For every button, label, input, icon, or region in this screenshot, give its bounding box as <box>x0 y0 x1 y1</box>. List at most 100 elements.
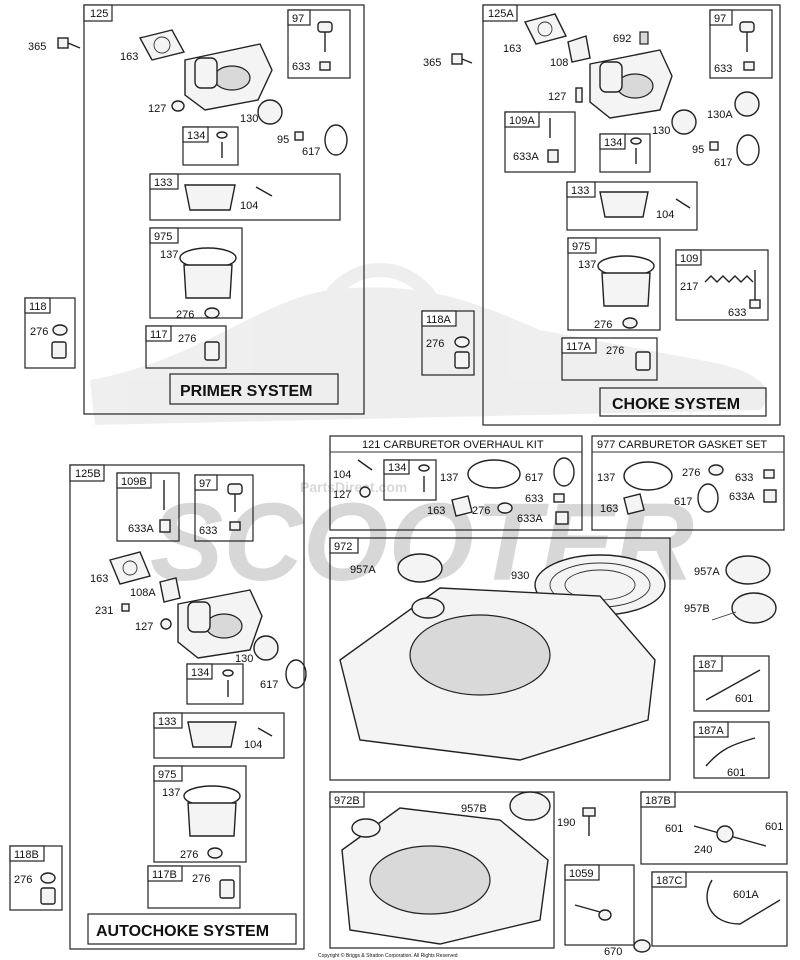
autochoke-system-panel: 125B 109B 633A 97 633 163 108A 231 127 <box>69 464 307 950</box>
primer-system-panel: 125 365 163 127 130 95 617 97 633 <box>28 4 365 415</box>
screw-365-icon <box>451 53 473 65</box>
callout-104: 104 <box>656 209 674 221</box>
seal-633-icon <box>319 61 331 71</box>
float-bowl-137-icon <box>179 247 237 299</box>
gasket-163-icon <box>523 13 568 45</box>
primer-bulb-97-icon <box>227 483 243 512</box>
subbox-118-group: 118 276 <box>24 297 76 369</box>
fuel-tank-972B-panel: 972B 957B <box>329 791 555 949</box>
callout-104: 104 <box>333 469 351 481</box>
callout-108A: 108A <box>130 587 156 599</box>
callout-957A: 957A <box>694 566 720 578</box>
fuel-line-187C-icon <box>706 879 781 925</box>
callout-130A: 130A <box>707 109 733 121</box>
subbox-133: 133 <box>154 177 172 189</box>
callout-276: 276 <box>176 309 194 321</box>
bolt-1059-icon <box>574 904 601 913</box>
gasket-set-title: 977 CARBURETOR GASKET SET <box>597 439 767 451</box>
subbox-118A-group: 118A 276 <box>421 310 475 376</box>
callout-633A: 633A <box>513 151 539 163</box>
plate-130-icon <box>671 109 697 135</box>
o-ring-617-icon <box>736 134 760 166</box>
subbox-187-group: 187 601 <box>693 655 770 712</box>
fuel-cap-957B-icon <box>509 791 551 821</box>
spring-692-icon <box>639 31 649 45</box>
float-bowl-137-icon <box>597 255 655 307</box>
callout-137: 137 <box>597 472 615 484</box>
callout-957B: 957B <box>684 603 710 615</box>
callout-163: 163 <box>120 51 138 63</box>
subbox-134: 134 <box>388 462 406 474</box>
watermark-wheel-icon <box>313 263 447 397</box>
callout-957A: 957A <box>350 564 376 576</box>
subbox-134: 134 <box>191 667 209 679</box>
callout-127: 127 <box>135 621 153 633</box>
callout-617: 617 <box>674 496 692 508</box>
callout-217: 217 <box>680 281 698 293</box>
screw-190-icon <box>582 807 596 836</box>
callout-137: 137 <box>440 472 458 484</box>
callout-276-b: 276 <box>178 333 196 345</box>
callout-365: 365 <box>423 57 441 69</box>
gasket-163-icon <box>451 495 473 517</box>
callout-633A: 633A <box>517 513 543 525</box>
subbox-1059-group: 1059 <box>564 864 635 946</box>
callout-95: 95 <box>692 144 704 156</box>
subbox-109: 109 <box>680 253 698 265</box>
subbox-975: 975 <box>158 769 176 781</box>
primer-system-label: PRIMER SYSTEM <box>180 383 312 400</box>
callout-633: 633 <box>292 61 310 73</box>
callout-95: 95 <box>277 134 289 146</box>
callout-130: 130 <box>235 653 253 665</box>
callout-633A: 633A <box>729 491 755 503</box>
bushing-670-icon <box>633 939 651 953</box>
subbox-975: 975 <box>154 231 172 243</box>
callout-137: 137 <box>160 249 178 261</box>
subbox-97: 97 <box>714 13 726 25</box>
fuel-cap-957B-icon <box>731 592 777 624</box>
gasket-163-icon <box>109 551 151 585</box>
seal-633A-icon <box>547 149 559 163</box>
subbox-134: 134 <box>604 137 622 149</box>
seal-633-icon <box>743 61 755 71</box>
choke-system-panel: 125A 365 163 108 692 127 130 130A 95 617… <box>423 4 781 426</box>
panel-id-125A: 125A <box>488 8 514 20</box>
subbox-118B: 118B <box>14 849 39 861</box>
o-ring-617-icon <box>285 659 307 689</box>
callout-127: 127 <box>548 91 566 103</box>
needle-134-icon <box>216 131 228 158</box>
needle-134-icon <box>418 464 430 492</box>
callout-617: 617 <box>714 157 732 169</box>
washer-276-icon <box>622 317 638 329</box>
callout-276-b: 276 <box>192 873 210 885</box>
o-ring-617-icon <box>324 124 348 156</box>
callout-692: 692 <box>613 33 631 45</box>
autochoke-system-label: AUTOCHOKE SYSTEM <box>96 923 269 940</box>
screw-95-icon <box>294 131 304 141</box>
subbox-187A: 187A <box>698 725 724 737</box>
bowl-nut-117-icon <box>204 341 220 361</box>
callout-633: 633 <box>714 63 732 75</box>
fuel-cap-957A-icon <box>397 553 443 583</box>
callout-365: 365 <box>28 41 46 53</box>
callout-104: 104 <box>244 739 262 751</box>
float-133-icon <box>187 721 237 748</box>
pin-104-icon <box>255 186 273 197</box>
bowl-nut-117B-icon <box>219 879 235 899</box>
callout-240: 240 <box>694 844 712 856</box>
subbox-109B: 109B <box>121 476 147 488</box>
subbox-117: 117 <box>150 329 168 341</box>
fuel-tank-972B-icon <box>341 807 549 945</box>
subbox-97: 97 <box>199 478 211 490</box>
callout-190: 190 <box>557 817 575 829</box>
callout-127: 127 <box>333 489 351 501</box>
callout-163: 163 <box>503 43 521 55</box>
callout-231: 231 <box>95 605 113 617</box>
o-ring-137-icon <box>467 459 521 489</box>
spring-217-icon <box>704 275 754 283</box>
washer-276-icon <box>204 307 220 319</box>
callout-163: 163 <box>600 503 618 515</box>
subbox-975: 975 <box>572 241 590 253</box>
subbox-133: 133 <box>571 185 589 197</box>
